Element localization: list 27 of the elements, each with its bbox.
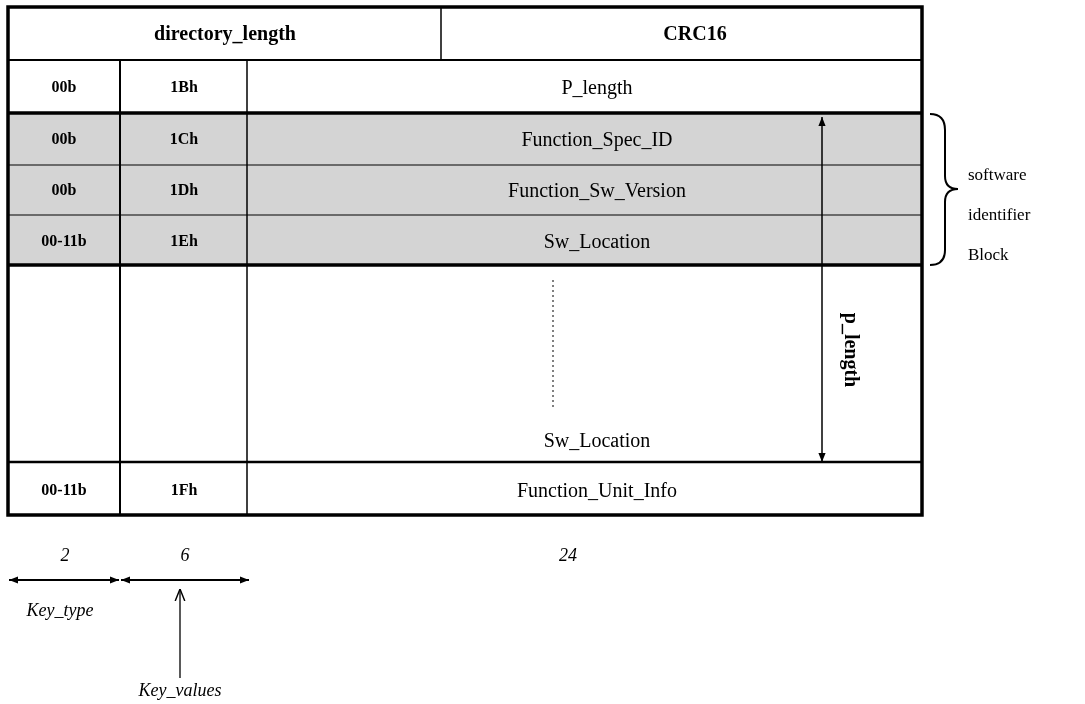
dimension-arrow [120, 576, 250, 584]
key-type-value: 00-11b [41, 231, 87, 251]
width-label: 24 [559, 543, 577, 567]
field-name: Function_Sw_Version [508, 178, 686, 203]
column-header: CRC16 [663, 21, 727, 46]
field-name: Function_Spec_ID [521, 127, 673, 153]
key-value: 1Bh [170, 77, 198, 97]
field-name: Sw_Location [543, 428, 651, 453]
key-type-value: 00-11b [41, 480, 87, 500]
column-header: directory_length [154, 21, 296, 47]
brace-label: software identifier Block [968, 164, 1032, 266]
width-label: 2 [60, 543, 70, 567]
width-label: 6 [180, 543, 190, 567]
key-value: 1Ch [169, 129, 199, 149]
key-type-value: 00b [51, 180, 77, 200]
field-name: Sw_Location [543, 229, 651, 254]
key-type-label: Key_type [26, 598, 94, 622]
key-value: 1Eh [170, 231, 198, 251]
key-value: 1Dh [169, 180, 199, 200]
field-name: Function_Unit_Info [517, 478, 677, 503]
key-value: 1Fh [170, 480, 198, 500]
field-name: P_length [561, 75, 633, 101]
dimension-label: p_length [839, 312, 864, 388]
key-type-value: 00b [51, 129, 77, 149]
annotation-text: Key_values [138, 676, 222, 704]
key-type-value: 00b [51, 77, 77, 97]
leader-arrow [174, 588, 186, 679]
